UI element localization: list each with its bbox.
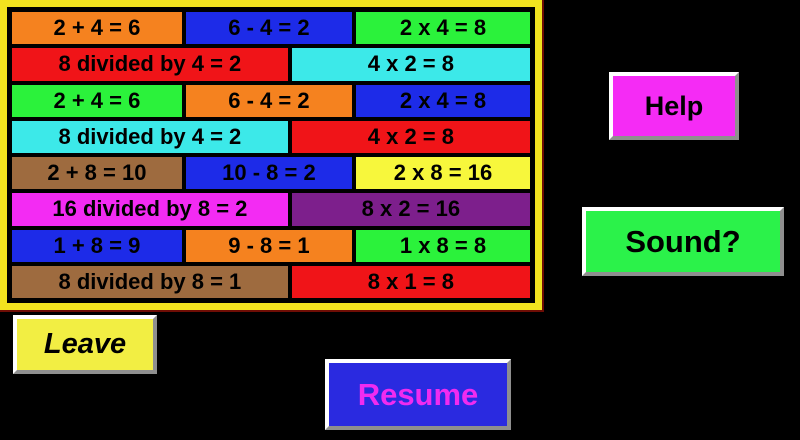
equation-tile[interactable]: 10 - 8 = 2	[183, 155, 354, 192]
equation-tile[interactable]: 16 divided by 8 = 2	[10, 191, 290, 228]
equation-tile[interactable]: 1 x 8 = 8	[353, 227, 532, 264]
equation-tile[interactable]: 2 + 4 = 6	[10, 10, 184, 47]
equation-tile[interactable]: 1 + 8 = 9	[10, 227, 184, 264]
sound-button[interactable]: Sound?	[582, 207, 784, 276]
equation-tile[interactable]: 8 divided by 4 = 2	[10, 46, 290, 83]
resume-button[interactable]: Resume	[325, 359, 511, 430]
equation-tile[interactable]: 6 - 4 = 2	[183, 82, 354, 119]
equation-tile[interactable]: 4 x 2 = 8	[289, 118, 532, 155]
equation-tile[interactable]: 8 divided by 8 = 1	[10, 263, 290, 300]
equation-tile[interactable]: 2 x 4 = 8	[353, 82, 532, 119]
equation-tile[interactable]: 2 + 8 = 10	[10, 155, 184, 192]
equation-tile[interactable]: 8 divided by 4 = 2	[10, 118, 290, 155]
equation-tile[interactable]: 2 + 4 = 6	[10, 82, 184, 119]
equation-tile[interactable]: 8 x 2 = 16	[289, 191, 532, 228]
equation-tile[interactable]: 9 - 8 = 1	[183, 227, 354, 264]
equation-tile[interactable]: 8 x 1 = 8	[289, 263, 532, 300]
equation-tile[interactable]: 2 x 4 = 8	[353, 10, 532, 47]
equation-tile[interactable]: 4 x 2 = 8	[289, 46, 532, 83]
equation-tile[interactable]: 6 - 4 = 2	[183, 10, 354, 47]
help-button[interactable]: Help	[609, 72, 739, 140]
leave-button[interactable]: Leave	[13, 315, 157, 374]
equation-tile[interactable]: 2 x 8 = 16	[353, 155, 532, 192]
